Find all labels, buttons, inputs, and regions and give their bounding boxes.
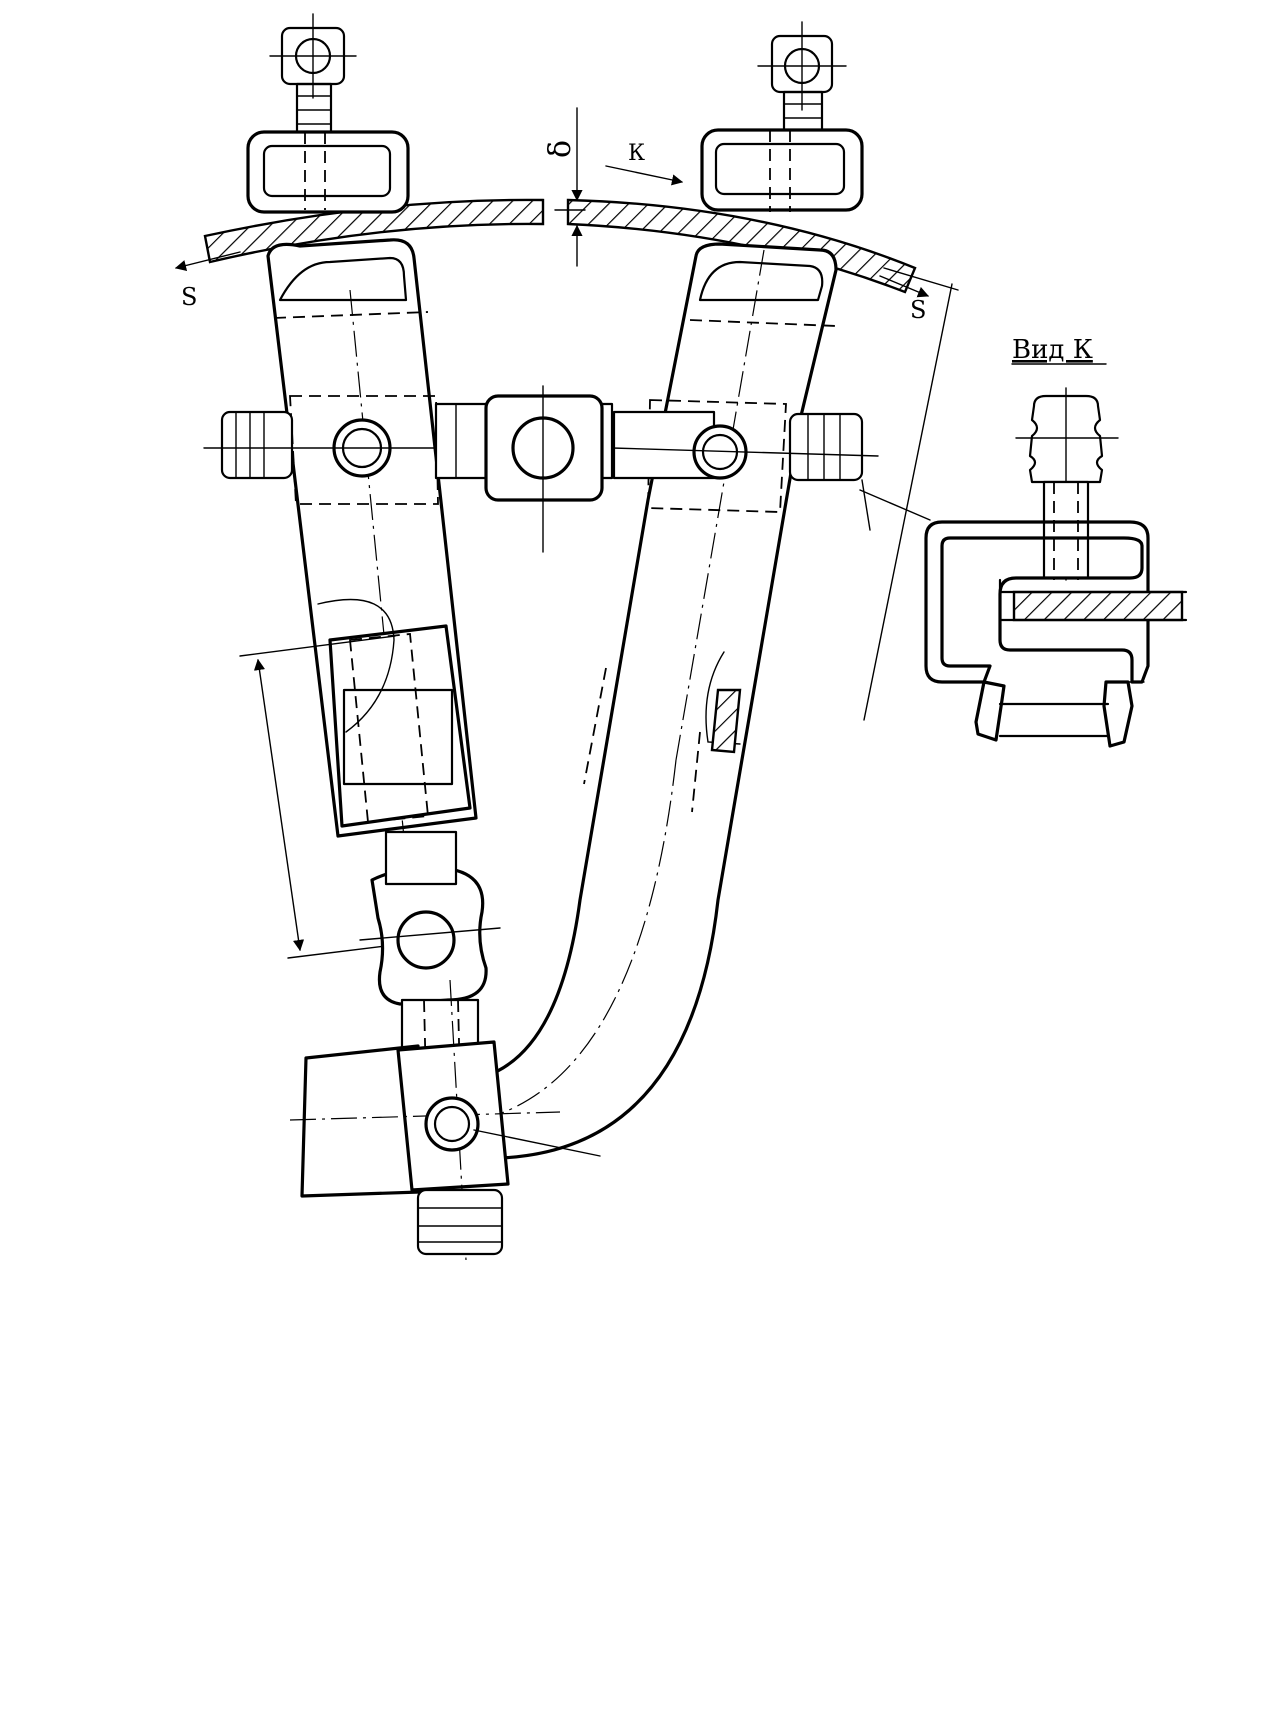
left-arm: [203, 13, 478, 1001]
curved-workpiece: [203, 198, 917, 294]
s-arrow-left: [174, 251, 241, 271]
k-direction-arrow: [605, 165, 684, 186]
lower-assembly: [289, 830, 601, 1261]
right-arm: [418, 21, 879, 1162]
right-dimension: [859, 267, 959, 721]
view-k-inset: [924, 387, 1188, 748]
gap-delta-mark: [554, 107, 586, 267]
label-delta: δ: [543, 140, 578, 158]
label-s-left: S: [181, 283, 197, 311]
label-view-k: Вид К: [1012, 335, 1093, 365]
s-arrow-right: [879, 275, 930, 298]
label-k-arrow: К: [628, 141, 645, 166]
middle-joint: [434, 385, 614, 553]
label-s-right: S: [910, 296, 926, 324]
